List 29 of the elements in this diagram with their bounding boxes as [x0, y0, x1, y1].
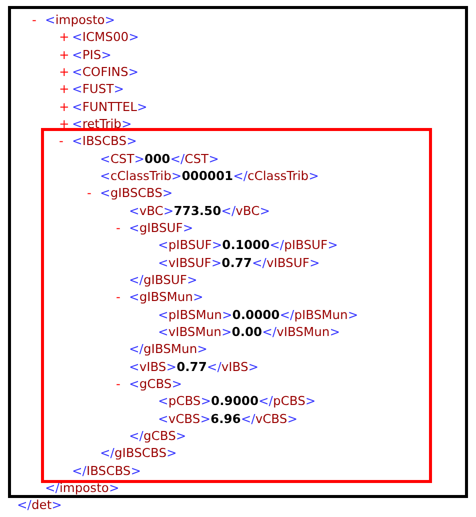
xml-line: - <imposto>: [32, 12, 116, 28]
xml-line: - <gIBSUF>: [116, 220, 194, 236]
xml-line: - <gIBSCBS>: [87, 185, 173, 202]
xml-line: - <gIBSMun>: [116, 289, 204, 306]
xml-line: <vIBSMun>0.00</vIBSMun>: [158, 324, 340, 340]
xml-line: - <IBSCBS>: [59, 133, 137, 150]
xml-line: </gIBSCBS>: [100, 445, 177, 462]
xml-line: + <FUST>: [59, 81, 124, 98]
xml-line: <vBC>773.50</vBC>: [129, 202, 270, 219]
xml-line: <vCBS>6.96</vCBS>: [158, 410, 298, 427]
xml-line: <cClassTrib>000001</cClassTrib>: [100, 168, 319, 184]
xml-line: </imposto>: [45, 480, 120, 496]
xml-line: <pCBS>0.9000</pCBS>: [158, 393, 316, 410]
xml-line: <pIBSMun>0.0000</pIBSMun>: [158, 306, 358, 323]
xml-line: + <PIS>: [59, 46, 112, 63]
xml-line: + <COFINS>: [59, 64, 139, 80]
xml-line: + <retTrib>: [59, 116, 132, 132]
xml-line: </gIBSMun>: [129, 341, 208, 358]
xml-line: </IBSCBS>: [72, 462, 142, 479]
xml-line: <pIBSUF>0.1000</pIBSUF>: [158, 237, 338, 254]
xml-line: </gIBSUF>: [129, 272, 198, 288]
xml-line: <CST>000</CST>: [100, 150, 219, 167]
xml-line: </det>: [17, 497, 62, 514]
xml-line: <vIBSUF>0.77</vIBSUF>: [158, 254, 320, 271]
xml-line: </gCBS>: [129, 428, 186, 444]
xml-line: - <gCBS>: [116, 376, 182, 392]
xml-line: + <ICMS00>: [59, 29, 139, 46]
xml-line: <vIBS>0.77</vIBS>: [129, 358, 259, 375]
xml-line: + <FUNTTEL>: [59, 98, 148, 115]
